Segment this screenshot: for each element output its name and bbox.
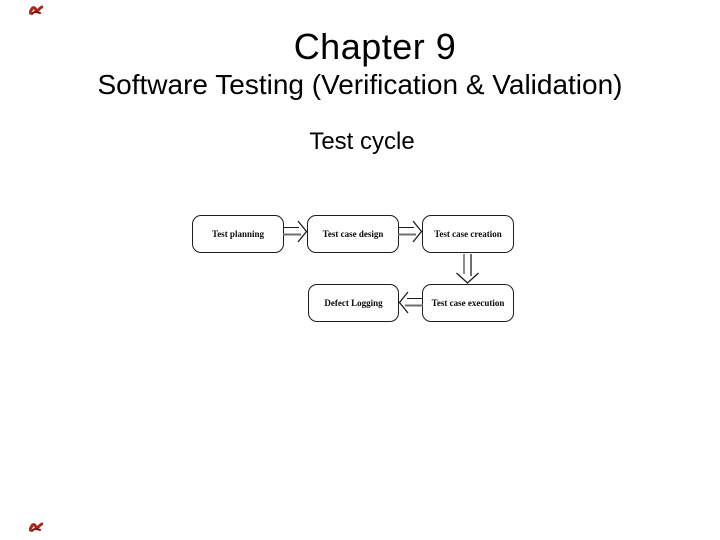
flow-node-label: Test case design [322,229,384,239]
slide-title: Chapter 9 [293,26,457,67]
slide-heading: Test cycle [309,128,415,155]
flow-node-label: Defect Logging [324,298,383,308]
flow-node-defect-logging: Defect Logging [308,284,399,322]
slide-subtitle: Software Testing (Verification & Validat… [97,69,623,100]
red-scribble-mark-bottom [29,522,43,532]
right-arrow-design-to-creation-icon [398,220,423,243]
flow-node-test-case-execution: Test case execution [422,284,514,322]
flow-node-label: Test case creation [434,229,502,239]
red-scribble-mark-top [29,5,43,15]
left-arrow-execution-to-defect-logging-icon [398,291,423,314]
down-arrow-creation-to-execution-icon [456,254,479,284]
flow-node-test-planning: Test planning [192,215,284,253]
flow-node-label: Test case execution [431,298,505,308]
flow-node-test-case-creation: Test case creation [422,215,514,253]
flow-node-test-case-design: Test case design [307,215,399,253]
flow-node-label: Test planning [212,229,264,239]
right-arrow-planning-to-design-icon [283,220,308,243]
